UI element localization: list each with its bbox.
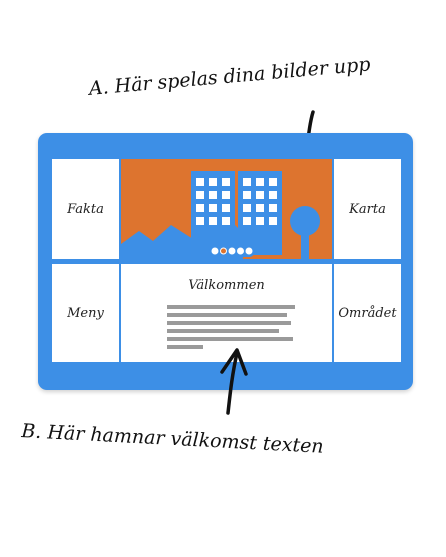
text-line bbox=[167, 345, 203, 349]
meny-label: Meny bbox=[67, 305, 104, 321]
building-icon bbox=[238, 171, 282, 255]
karta-label: Karta bbox=[349, 201, 386, 217]
building-icon bbox=[191, 171, 235, 255]
meny-box[interactable]: Meny bbox=[52, 264, 119, 362]
text-line bbox=[167, 329, 279, 333]
welcome-box: Välkommen bbox=[121, 264, 332, 362]
image-slider[interactable] bbox=[121, 159, 332, 259]
slider-dot[interactable] bbox=[211, 247, 219, 255]
slider-dot[interactable] bbox=[228, 247, 236, 255]
website-frame: Fakta bbox=[38, 133, 413, 390]
text-line bbox=[167, 337, 293, 341]
slider-dot[interactable] bbox=[245, 247, 253, 255]
slider-dots[interactable] bbox=[121, 159, 332, 259]
fakta-label: Fakta bbox=[67, 201, 104, 217]
omradet-box[interactable]: Området bbox=[334, 264, 401, 362]
slider-dot[interactable] bbox=[237, 247, 244, 255]
welcome-title: Välkommen bbox=[188, 278, 265, 293]
text-line bbox=[167, 313, 287, 317]
tree-icon bbox=[290, 206, 320, 259]
karta-box[interactable]: Karta bbox=[334, 159, 401, 259]
slider-dot[interactable] bbox=[220, 247, 227, 255]
omradet-label: Området bbox=[338, 305, 397, 321]
text-line bbox=[167, 305, 295, 309]
fakta-box[interactable]: Fakta bbox=[52, 159, 119, 259]
text-line bbox=[167, 321, 291, 325]
